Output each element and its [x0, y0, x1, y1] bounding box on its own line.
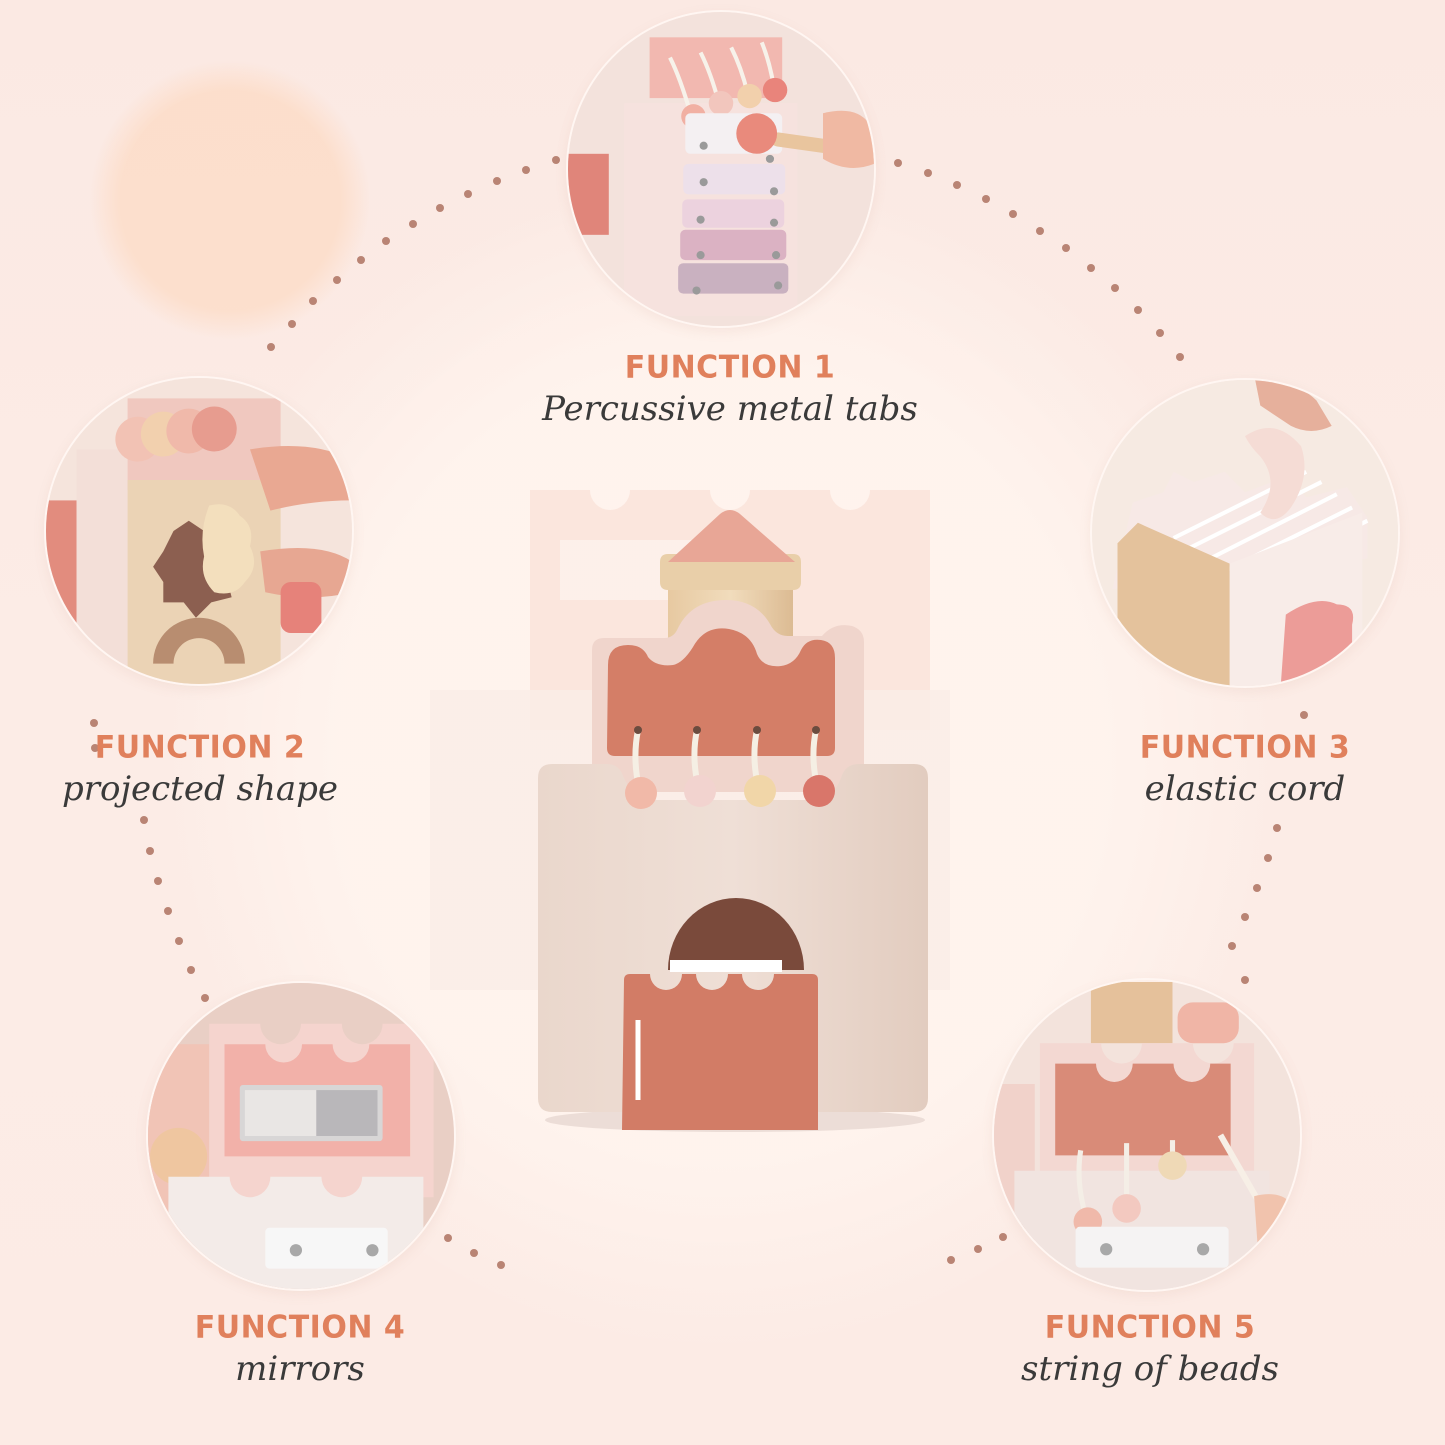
function-5-label: FUNCTION 5 string of beads	[990, 1309, 1310, 1389]
bead-4	[803, 775, 835, 807]
function-5-description: string of beads	[1021, 1349, 1279, 1389]
center-product-castle-toy	[520, 500, 940, 1132]
function-3-title: FUNCTION 3	[1139, 729, 1351, 766]
bead-1	[625, 777, 657, 809]
function-2-photo-shape-sorter	[46, 378, 352, 684]
bead-2	[684, 775, 716, 807]
function-1-photo-xylophone	[568, 12, 874, 326]
function-1-label: FUNCTION 1 Percussive metal tabs	[530, 349, 930, 429]
function-4-description: mirrors	[235, 1349, 365, 1389]
function-2-label: FUNCTION 2 projected shape	[20, 729, 380, 809]
function-1-description: Percussive metal tabs	[542, 389, 918, 429]
function-3-photo-elastic-cord	[1092, 380, 1398, 686]
function-2-title: FUNCTION 2	[94, 729, 306, 766]
bead-3	[744, 775, 776, 807]
function-5-photo-beads	[994, 980, 1300, 1290]
castle-door	[622, 974, 818, 1130]
function-2-description: projected shape	[61, 769, 339, 809]
function-3-description: elastic cord	[1144, 769, 1346, 809]
function-1-title: FUNCTION 1	[624, 349, 836, 386]
crown-panel	[607, 628, 835, 756]
function-4-label: FUNCTION 4 mirrors	[150, 1309, 450, 1389]
function-3-label: FUNCTION 3 elastic cord	[1090, 729, 1400, 809]
function-5-title: FUNCTION 5	[1044, 1309, 1256, 1346]
tower-roof	[668, 510, 795, 562]
function-4-title: FUNCTION 4	[194, 1309, 406, 1346]
function-4-photo-mirror	[148, 983, 454, 1289]
